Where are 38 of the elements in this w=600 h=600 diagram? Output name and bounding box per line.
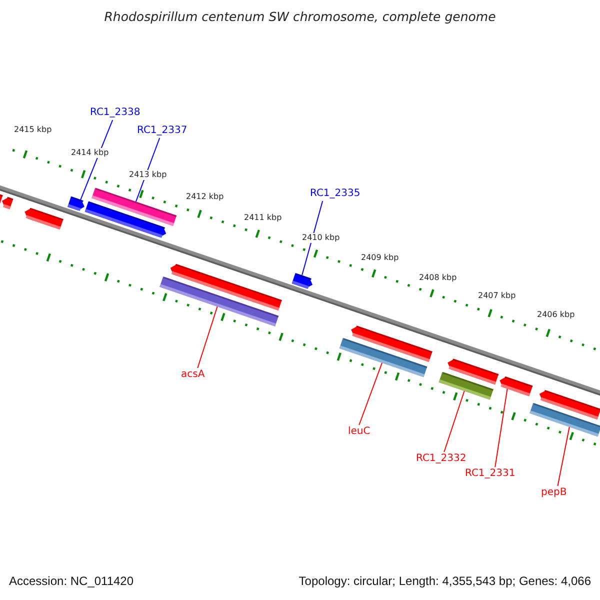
gene-bar <box>500 376 533 396</box>
gene-bar <box>339 338 428 378</box>
leader-line <box>557 426 570 486</box>
gene-label: RC1_2338 <box>90 107 140 119</box>
scale-label: 2415 kbp <box>14 125 52 135</box>
title: Rhodospirillum centenum SW chromosome, complete genome <box>103 9 497 24</box>
scale-label: 2414 kbp <box>71 148 109 158</box>
gene-label: acsA <box>181 369 205 381</box>
scale-label: 2411 kbp <box>244 213 282 223</box>
gene-bar <box>438 372 494 400</box>
gene-bar <box>530 402 600 437</box>
scale-label: 2413 kbp <box>129 170 167 180</box>
scale-label: 2410 kbp <box>302 233 340 243</box>
gene-label: RC1_2331 <box>465 468 516 480</box>
gene-bar <box>68 196 84 212</box>
genome-info-text: Topology: circular; Length: 4,355,543 bp; Genes: 4,066 <box>298 574 591 588</box>
gene-bar <box>24 208 64 230</box>
scale-label: 2407 kbp <box>478 291 516 301</box>
leader-line <box>444 390 465 452</box>
gene-label: RC1_2335 <box>310 188 360 200</box>
leader-line <box>358 362 382 426</box>
scale-label: 2408 kbp <box>419 273 457 283</box>
gene-label: RC1_2332 <box>416 453 466 465</box>
scale-label: 2412 kbp <box>186 192 224 202</box>
leader-line <box>302 200 324 276</box>
gene-label: pepB <box>541 487 567 499</box>
scale-label: 2409 kbp <box>361 253 399 263</box>
gene-bar <box>292 273 313 289</box>
scale-label: 2406 kbp <box>537 310 575 320</box>
gene-bar <box>160 276 279 326</box>
gene-bar <box>84 201 166 238</box>
accession-text: Accession: NC_011420 <box>9 574 134 588</box>
leader-line <box>197 306 218 368</box>
gene-label: leuC <box>348 426 370 438</box>
leader-line <box>80 120 114 200</box>
gene-bar <box>2 196 14 210</box>
gene-label: RC1_2337 <box>137 125 188 137</box>
leader-line <box>494 388 508 468</box>
